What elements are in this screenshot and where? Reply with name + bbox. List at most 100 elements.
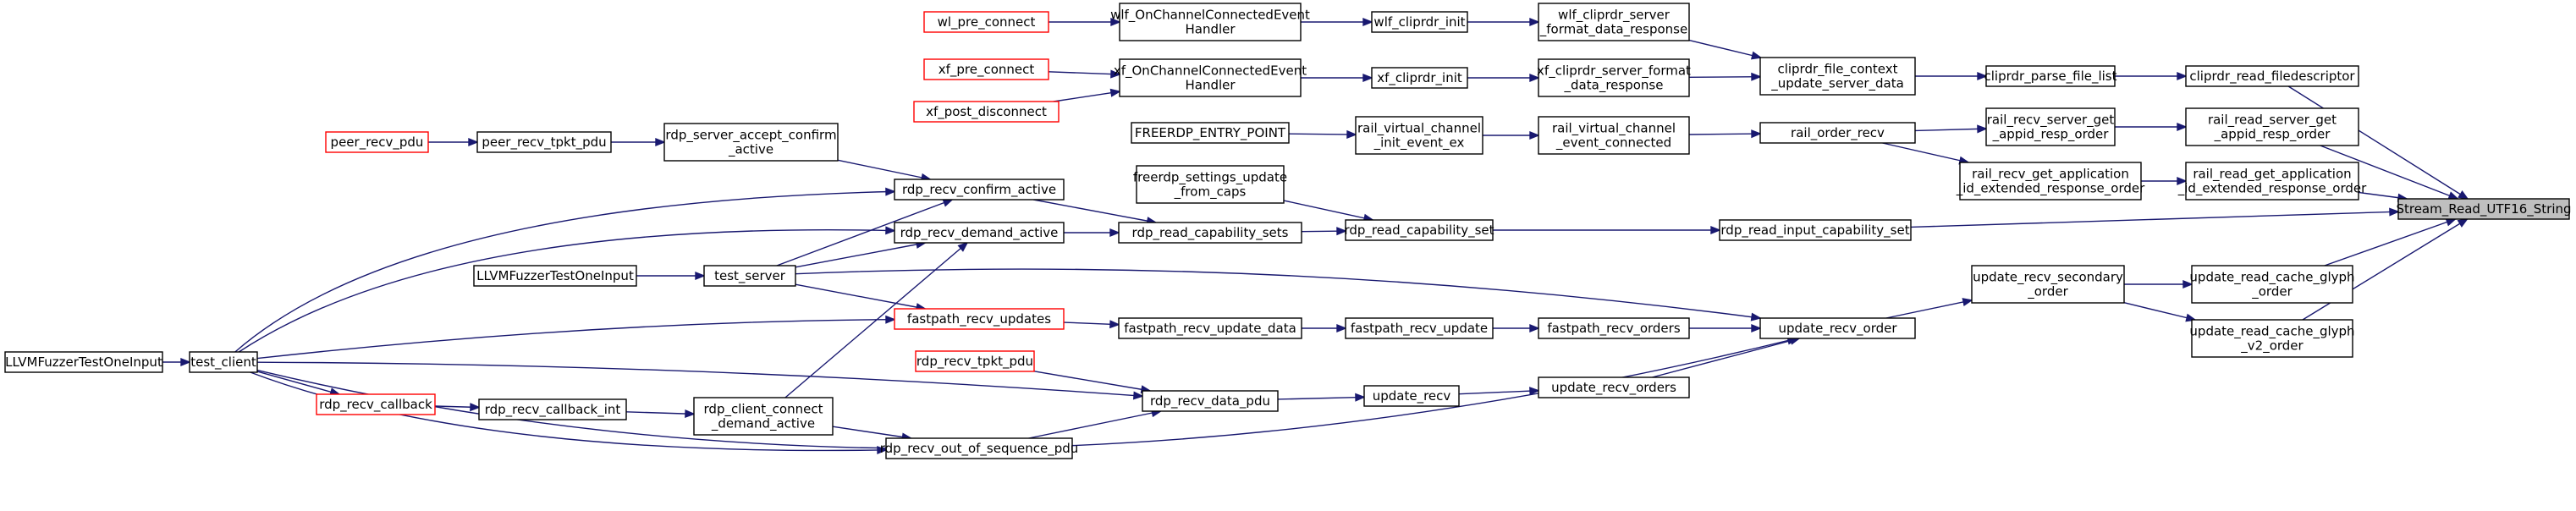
node-label: rdp_client_connect [704,402,823,418]
node-label: wlf_OnChannelConnectedEvent [1110,8,1310,24]
node-rail-read-server[interactable]: rail_read_server_get_appid_resp_order [2185,107,2359,146]
node-rdp-recv-confirm[interactable]: rdp_recv_confirm_active [894,179,1065,201]
node-box [913,101,1060,123]
node-rdp-read-cap-set[interactable]: rdp_read_capability_set [1344,219,1494,241]
node-rail-recv-app-ext[interactable]: rail_recv_get_application_id_extended_re… [1956,162,2145,201]
arrow-head [685,409,696,419]
node-box [1371,67,1468,89]
node-label: _appid_resp_order [1992,127,2110,143]
node-label: rail_virtual_channel [1357,121,1481,137]
call-edge-llvm_fuzzer_mid-to-test_server [636,271,706,281]
node-label: cliprdr_read_filedescriptor [2189,69,2355,85]
node-test-server[interactable]: test_server [703,265,796,287]
arrow-head [885,187,896,196]
arrow-head [655,137,666,147]
node-cliprdr-read-fd[interactable]: cliprdr_read_filedescriptor [2185,65,2359,87]
node-cliprdr-file-ctx[interactable]: cliprdr_file_context_update_server_data [1759,57,1916,96]
node-freerdp-settings[interactable]: freerdp_settings_update_from_caps [1133,165,1287,204]
node-fastpath-update[interactable]: fastpath_recv_update [1345,317,1494,339]
node-update-cache-glyph[interactable]: update_read_cache_glyph_order [2189,265,2355,304]
node-update-cache-glyph-v2[interactable]: update_read_cache_glyph_v2_order [2189,319,2355,358]
edge-line [1914,128,1987,132]
node-rail-vc-init[interactable]: rail_virtual_channel_init_event_ex [1355,116,1483,155]
node-box [703,265,796,287]
call-edge-test_client-to-rdp_recv_cb [256,371,341,396]
node-xf-pre-connect[interactable]: xf_pre_connect [923,58,1049,80]
node-rdp-recv-data-pdu[interactable]: rdp_recv_data_pdu [1142,390,1279,412]
node-label: rail_read_get_application [2193,167,2351,183]
node-label: update_recv_secondary [1973,270,2123,286]
node-update-recv-orders[interactable]: update_recv_orders [1538,376,1690,398]
node-xf-post-disconnect[interactable]: xf_post_disconnect [913,101,1060,123]
node-wlf-server-fmt[interactable]: wlf_cliprdr_server_format_data_response [1538,3,1690,41]
node-xf-cliprdr-init[interactable]: xf_cliprdr_init [1371,67,1468,89]
edge-line [1283,200,1373,221]
node-peer-recv-tpkt[interactable]: peer_recv_tpkt_pdu [476,131,612,153]
node-label: update_read_cache_glyph [2189,324,2354,340]
node-box [1538,58,1690,97]
node-label: wlf_cliprdr_init [1373,14,1465,30]
node-test-client[interactable]: test_client [189,351,258,373]
arrow-head [1962,298,1973,306]
call-edge-rail_vc_connected-to-rail_order_recv [1688,129,1762,139]
call-edge-rdp_recv_cb-to-rdp_recv_cb_int [434,403,481,412]
node-rail-order-recv[interactable]: rail_order_recv [1759,122,1916,144]
node-rdp-read-cap-sets[interactable]: rdp_read_capability_sets [1118,222,1302,244]
node-rdp-recv-tpkt[interactable]: rdp_recv_tpkt_pdu [915,350,1035,372]
arrow-head [2389,207,2400,217]
node-update-recv-order[interactable]: update_recv_order [1759,317,1916,339]
edge-line [795,242,926,268]
node-rail-recv-server[interactable]: rail_recv_server_get_appid_resp_order [1985,107,2116,146]
edge-line [2287,85,2469,200]
node-label: rdp_recv_data_pdu [1150,393,1270,409]
node-cliprdr-parse[interactable]: cliprdr_parse_file_list [1984,65,2117,87]
edge-line [234,190,895,353]
node-rdp-read-input-cap[interactable]: rdp_read_input_capability_set [1719,219,1912,241]
call-edge-rdp_read_cap_sets-to-rdp_read_cap_set [1301,227,1347,236]
node-fastpath-update-data[interactable]: fastpath_recv_update_data [1118,317,1302,339]
node-xf-server-fmt[interactable]: xf_cliprdr_server_format_data_response [1537,58,1691,97]
node-update-recv[interactable]: update_recv [1363,385,1460,407]
node-box [663,123,839,162]
node-rdp-recv-demand[interactable]: rdp_recv_demand_active [894,222,1065,244]
node-rail-read-app-ext[interactable]: rail_read_get_application_id_extended_re… [2177,162,2367,201]
node-box [478,398,627,420]
node-llvm-fuzzer-mid[interactable]: LLVMFuzzerTestOneInput [473,265,637,287]
edge-line [837,159,931,180]
node-wl-pre-connect[interactable]: wl_pre_connect [923,11,1049,33]
node-label: cliprdr_parse_file_list [1984,69,2117,85]
node-label: rdp_recv_confirm_active [902,182,1056,198]
node-box [325,131,429,153]
call-edge-rdp_recv_cb_int-to-rdp_client_connect [625,409,696,419]
arrow-head [1529,73,1540,83]
arrow-head [1751,129,1762,139]
node-rdp-recv-cb[interactable]: rdp_recv_callback [316,393,436,415]
node-box [1119,58,1302,97]
node-label: _order [2251,284,2293,300]
node-label: _id_extended_response_order [1956,181,2145,197]
nodes: Stream_Read_UTF16_String cliprdr_read_fil… [4,3,2572,459]
node-fastpath-orders[interactable]: fastpath_recv_orders [1538,317,1690,339]
node-label: rail_recv_server_get [1987,113,2115,129]
node-wlf-cliprdr-init[interactable]: wlf_cliprdr_init [1371,11,1468,33]
node-llvm-fuzzer-left[interactable]: LLVMFuzzerTestOneInput [4,351,163,373]
node-rail-vc-connected[interactable]: rail_virtual_channel_event_connected [1538,116,1690,155]
node-label: rail_order_recv [1791,125,1885,141]
node-box [473,265,637,287]
node-fastpath-updates[interactable]: fastpath_recv_updates [894,308,1065,330]
node-peer-recv-pdu[interactable]: peer_recv_pdu [325,131,429,153]
node-rdp-server-accept[interactable]: rdp_server_accept_confirm_active [663,123,839,162]
edge-line [1882,142,1969,163]
node-label: _update_server_data [1770,76,1904,92]
node-rdp-client-connect[interactable]: rdp_client_connect_demand_active [693,397,834,436]
node-rdp-recv-oos[interactable]: rdp_recv_out_of_sequence_pdu [880,437,1079,459]
node-stream-read[interactable]: Stream_Read_UTF16_String [2396,198,2572,220]
node-rdp-recv-cb-int[interactable]: rdp_recv_callback_int [478,398,627,420]
call-edge-test_client-to-fastpath_updates [256,315,896,360]
node-update-recv-secondary[interactable]: update_recv_secondary_order [1971,265,2125,304]
arrow-head [1750,312,1762,321]
node-label: update_recv_orders [1551,380,1676,396]
node-freerdp-entry[interactable]: FREERDP_ENTRY_POINT [1131,122,1290,144]
